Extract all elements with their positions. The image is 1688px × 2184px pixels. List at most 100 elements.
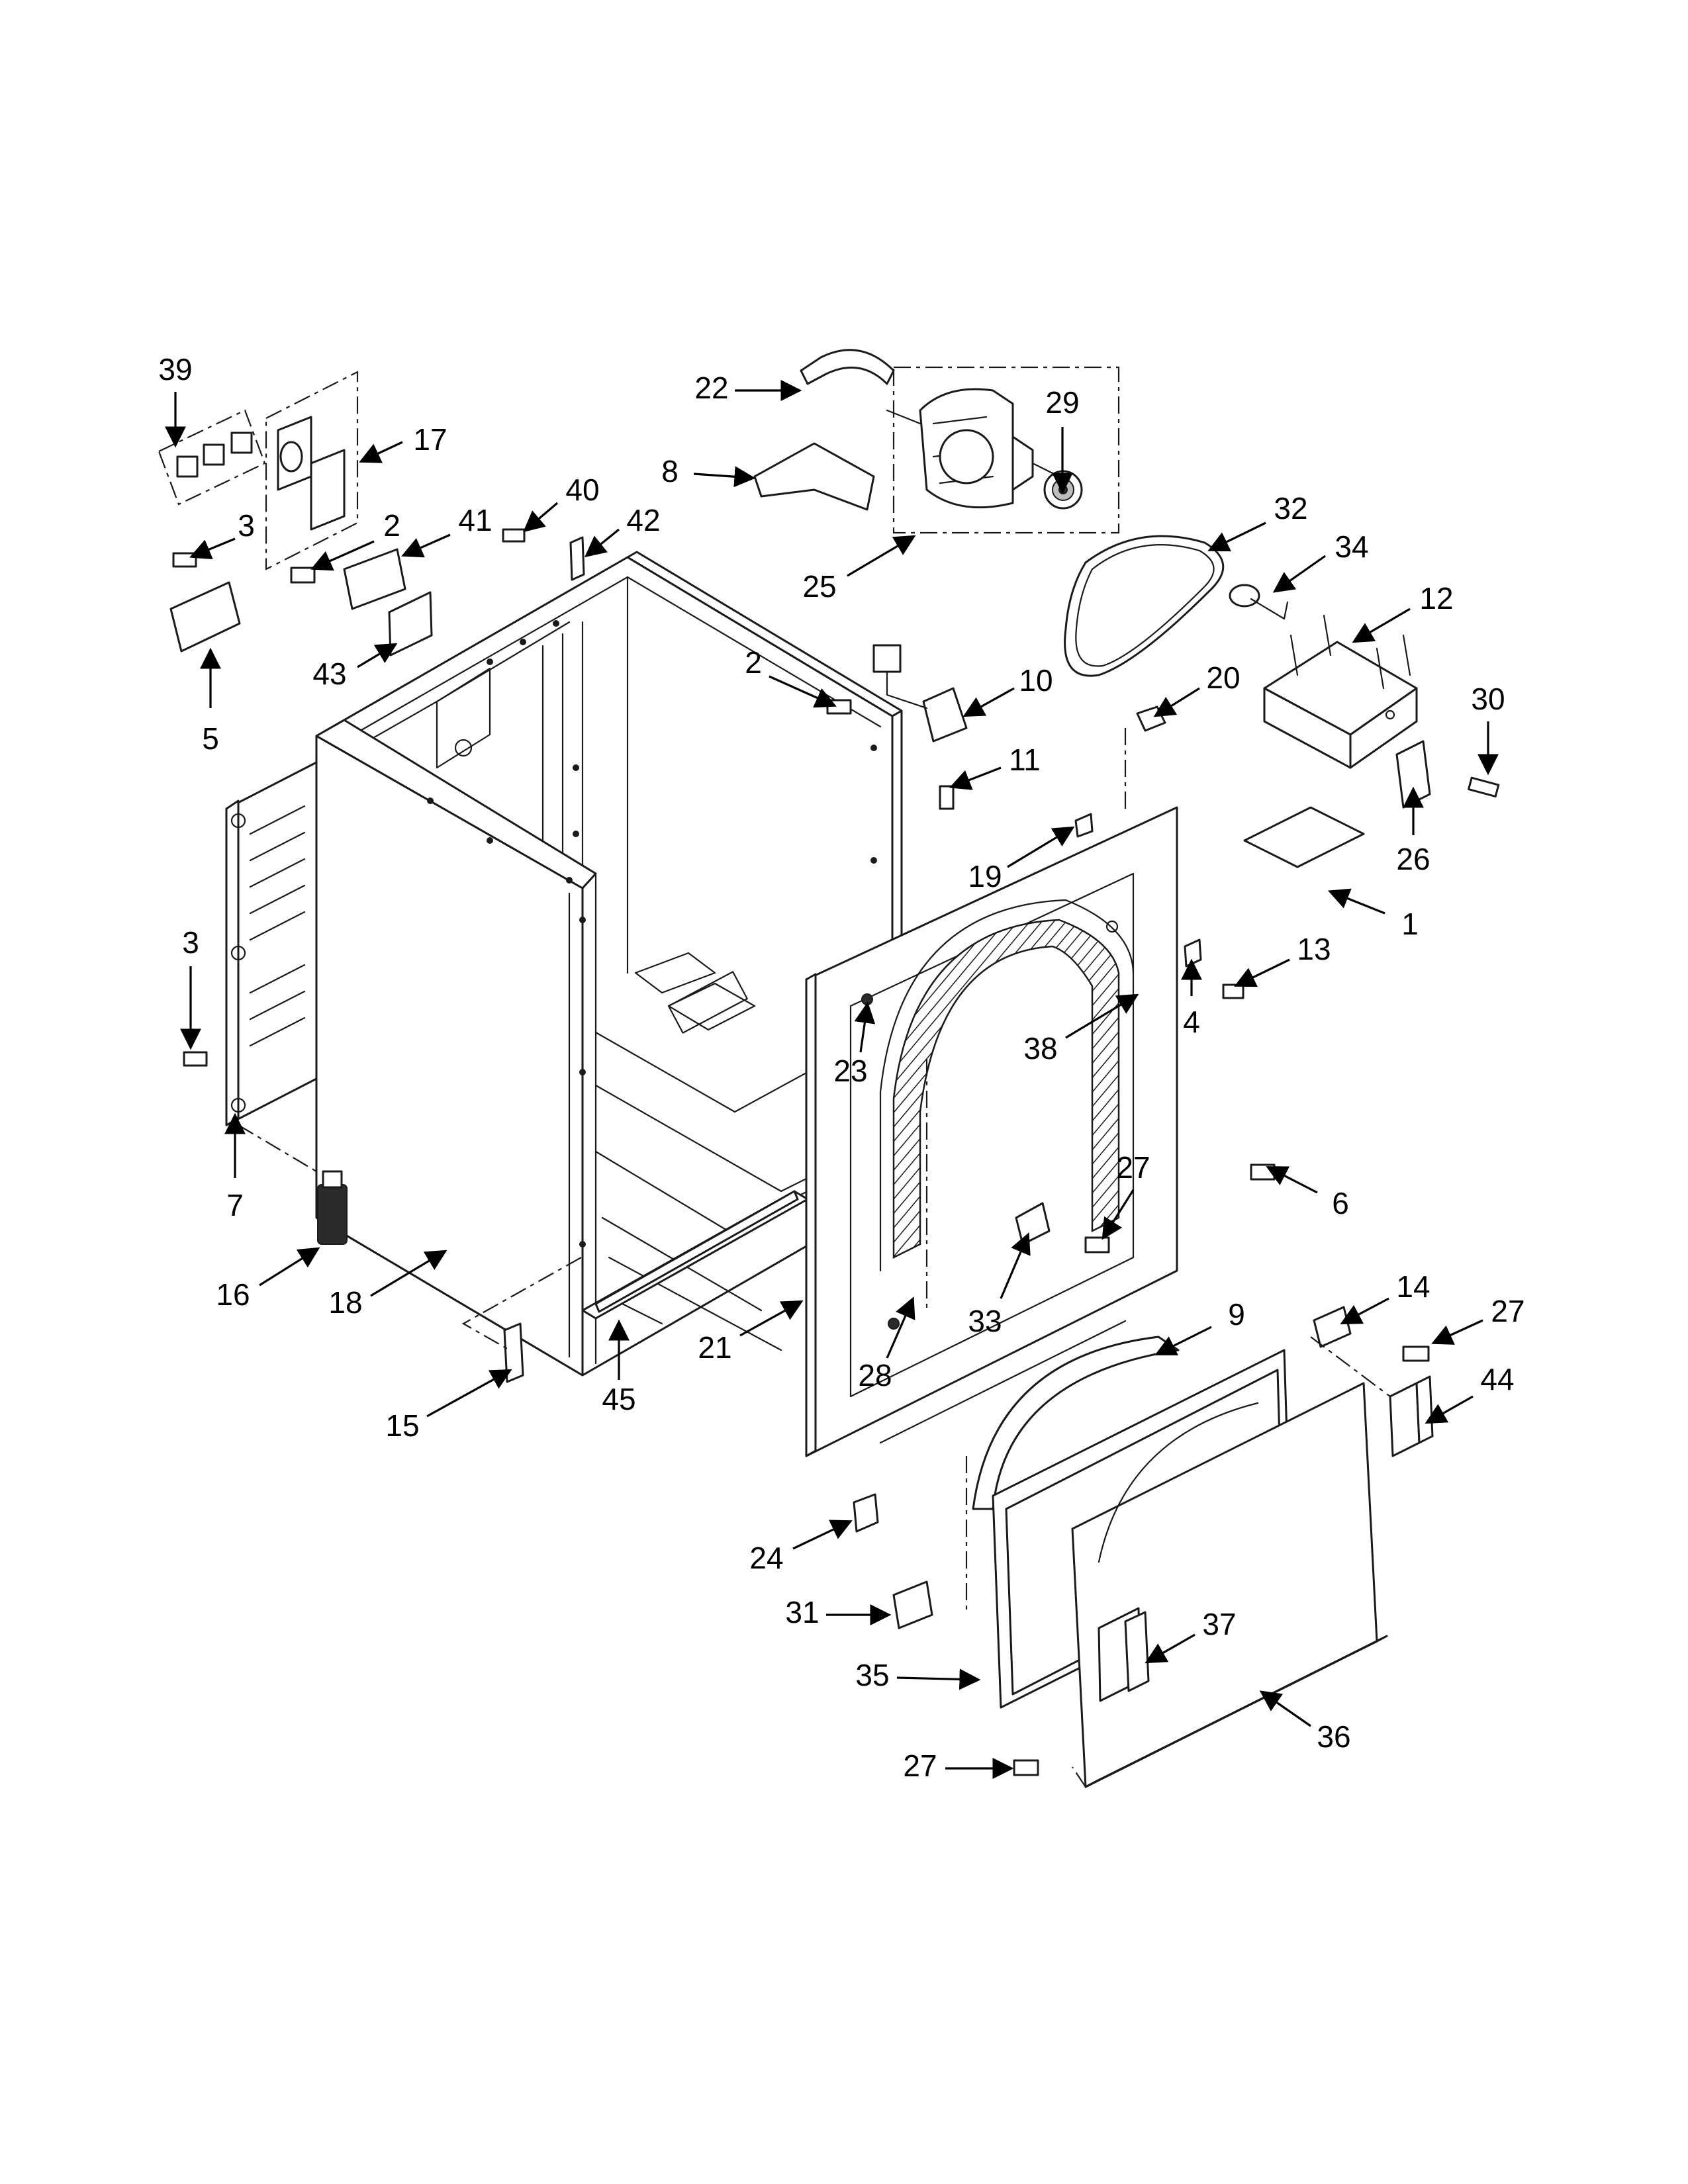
leader-arrow	[1352, 608, 1411, 643]
screw-6	[1250, 1163, 1276, 1181]
part-number-label: 23	[833, 1054, 867, 1088]
leader-arrow	[189, 537, 236, 560]
callout-c9: 9	[1154, 1297, 1245, 1355]
part-number-label: 9	[1228, 1297, 1245, 1332]
part-number-label: 7	[226, 1188, 244, 1222]
callout-c18: 18	[328, 1250, 447, 1320]
part-number-label: 4	[1183, 1005, 1200, 1039]
screw-3-a	[172, 552, 197, 568]
bracket-41	[343, 548, 406, 610]
thermostat-20	[1136, 705, 1166, 732]
part-number-label: 16	[216, 1277, 250, 1312]
callout-c14: 14	[1340, 1269, 1430, 1324]
leader-arrow	[359, 441, 403, 463]
callout-c3a: 3	[189, 508, 255, 560]
screw-2-b	[826, 699, 852, 715]
callout-c41: 41	[401, 503, 492, 558]
leader-arrow	[523, 502, 559, 533]
leader-arrow	[1145, 1633, 1196, 1664]
leader-arrow	[693, 466, 756, 488]
leader-arrow	[1102, 1189, 1135, 1240]
leader-arrow	[886, 1297, 915, 1359]
part-number-label: 8	[661, 454, 679, 488]
leader-arrow	[1065, 993, 1139, 1039]
screw-11	[939, 785, 955, 810]
part-number-label: 32	[1274, 491, 1307, 525]
screw-13	[1222, 983, 1244, 999]
leader-arrow	[585, 528, 620, 558]
leader-arrow	[847, 535, 916, 577]
callout-c44: 44	[1425, 1362, 1515, 1424]
motor-shield-8	[753, 442, 875, 511]
callout-c2b: 2	[745, 645, 837, 708]
part-number-label: 3	[238, 508, 255, 543]
callout-c45: 45	[602, 1319, 636, 1416]
callout-c10: 10	[962, 663, 1053, 717]
leader-arrow	[357, 643, 398, 668]
screw-27-a	[1084, 1236, 1110, 1253]
leveling-leg-16	[317, 1170, 348, 1245]
callout-c6: 6	[1266, 1166, 1349, 1220]
insulation-pad-1	[1243, 806, 1365, 868]
part-number-label: 33	[968, 1304, 1002, 1338]
part-number-label: 26	[1396, 842, 1430, 876]
callout-c43: 43	[312, 643, 398, 691]
part-number-label: 12	[1419, 581, 1453, 615]
motor-clamp-22	[800, 349, 895, 385]
callout-c20: 20	[1153, 660, 1241, 717]
callout-c35: 35	[855, 1658, 981, 1692]
part-number-label: 17	[413, 422, 447, 457]
callout-c22: 22	[694, 371, 802, 405]
latch-24	[853, 1493, 879, 1533]
callout-c38: 38	[1023, 993, 1139, 1066]
part-number-label: 15	[385, 1408, 419, 1443]
callout-c32: 32	[1207, 491, 1308, 552]
leader-arrow	[792, 1520, 853, 1550]
part-number-label: 30	[1471, 682, 1505, 716]
part-number-label: 45	[602, 1382, 635, 1416]
door-panel-36	[1071, 1382, 1388, 1788]
callout-c28: 28	[858, 1297, 915, 1392]
terminal-block-39	[158, 409, 266, 506]
leader-arrow	[370, 1250, 447, 1297]
part-number-label: 25	[802, 569, 836, 604]
part-number-label: 14	[1396, 1269, 1430, 1304]
callout-c13: 13	[1234, 932, 1331, 987]
part-number-label: 29	[1045, 385, 1079, 420]
part-number-label: 31	[785, 1595, 819, 1629]
leader-arrow	[1425, 1395, 1474, 1424]
callout-c26: 26	[1396, 786, 1430, 876]
leader-arrow	[739, 1300, 804, 1337]
part-number-label: 6	[1332, 1186, 1349, 1220]
part-number-label: 20	[1206, 660, 1240, 695]
part-number-label: 44	[1480, 1362, 1514, 1396]
callout-c21: 21	[698, 1300, 804, 1365]
screw-30	[1468, 776, 1500, 797]
part-number-label: 11	[1009, 743, 1041, 777]
callout-c4: 4	[1181, 958, 1202, 1039]
motor-mount-12	[1263, 614, 1418, 769]
callout-c1: 1	[1328, 888, 1419, 941]
alignment-lines	[238, 728, 1391, 1788]
callout-c27b: 27	[1431, 1294, 1525, 1345]
callout-c8: 8	[661, 454, 756, 488]
leader-arrow	[310, 540, 375, 571]
part-number-label: 35	[855, 1658, 889, 1692]
wire-nuts-17	[265, 371, 359, 570]
clip-42	[569, 536, 585, 581]
callout-c36: 36	[1259, 1690, 1351, 1754]
leader-arrow	[1266, 1166, 1318, 1194]
rear-panel-7	[225, 761, 318, 1126]
leader-arrow	[896, 1668, 981, 1690]
leader-arrow	[426, 1369, 512, 1418]
callout-c37: 37	[1145, 1607, 1237, 1664]
callout-c24: 24	[749, 1520, 853, 1575]
leader-arrow	[949, 766, 1002, 790]
seal-strip-45	[594, 1190, 799, 1313]
screw-3-b	[183, 1051, 208, 1067]
callout-c25: 25	[802, 535, 916, 604]
callout-c39: 39	[158, 352, 193, 448]
clip-4	[1184, 938, 1202, 968]
clip-15	[503, 1322, 524, 1383]
idler-34	[1229, 584, 1289, 620]
